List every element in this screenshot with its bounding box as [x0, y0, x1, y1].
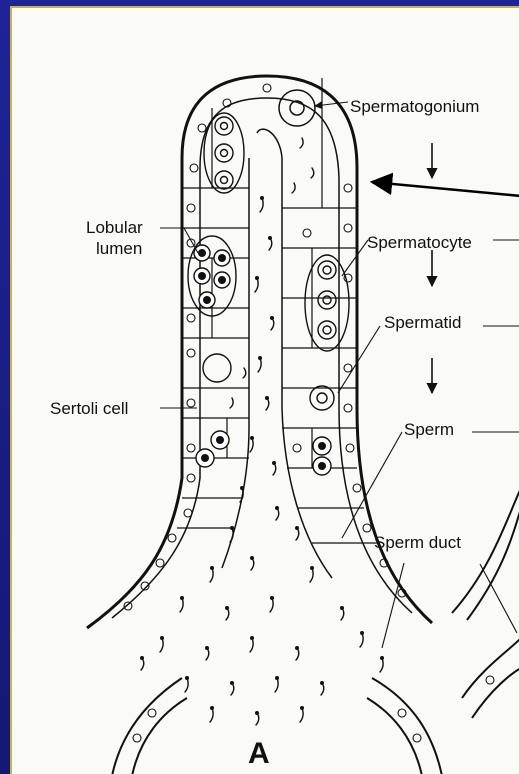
label-lobular: Lobular: [86, 218, 143, 237]
sperm-in-lumen: [141, 138, 383, 725]
label-spermatocyte: Spermatocyte: [367, 233, 472, 252]
spermatogenesis-diagram: Spermatogonium Spermatocyte Spermatid Sp…: [12, 8, 519, 774]
panel-letter: A: [248, 737, 270, 770]
lumen-wall-right: [257, 129, 332, 578]
neighbor-tubule-left: [112, 678, 187, 774]
label-spermatogonium: Spermatogonium: [350, 97, 479, 116]
label-sperm-duct: Sperm duct: [374, 533, 461, 552]
epithelium-cells-left: [177, 108, 249, 528]
spermatocyte-cluster-top: [204, 113, 244, 193]
label-spermatid: Spermatid: [384, 313, 461, 332]
diagram-sheet: Spermatogonium Spermatocyte Spermatid Sp…: [10, 6, 519, 774]
label-lumen: lumen: [96, 239, 142, 258]
epithelium-cells-right: [282, 78, 380, 543]
lumen-wall-left: [222, 158, 249, 568]
neighbor-tubule-right: [367, 638, 519, 774]
adjacent-tubule-right: [452, 488, 519, 620]
label-sperm: Sperm: [404, 420, 454, 439]
label-sertoli-cell: Sertoli cell: [50, 399, 128, 418]
sertoli-nuclei: [196, 354, 331, 475]
spermatocyte-pointer-arrow: [372, 182, 519, 196]
